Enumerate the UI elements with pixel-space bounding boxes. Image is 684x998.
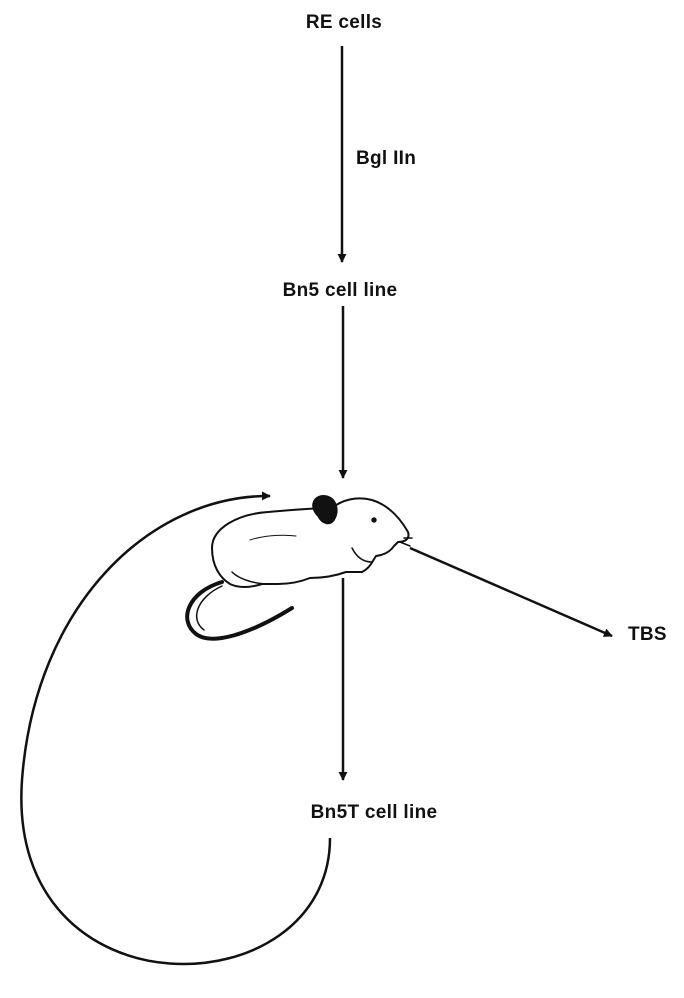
mouse-illustration <box>187 496 412 639</box>
label-tbs: TBS <box>628 624 667 646</box>
label-bn5t-cell-line: Bn5T cell line <box>311 802 438 824</box>
label-re-cells: RE cells <box>306 12 382 34</box>
label-bgl-iin: Bgl IIn <box>356 148 416 170</box>
label-bn5-cell-line: Bn5 cell line <box>283 280 398 302</box>
arrow-mouse-to-tbs <box>410 548 612 636</box>
